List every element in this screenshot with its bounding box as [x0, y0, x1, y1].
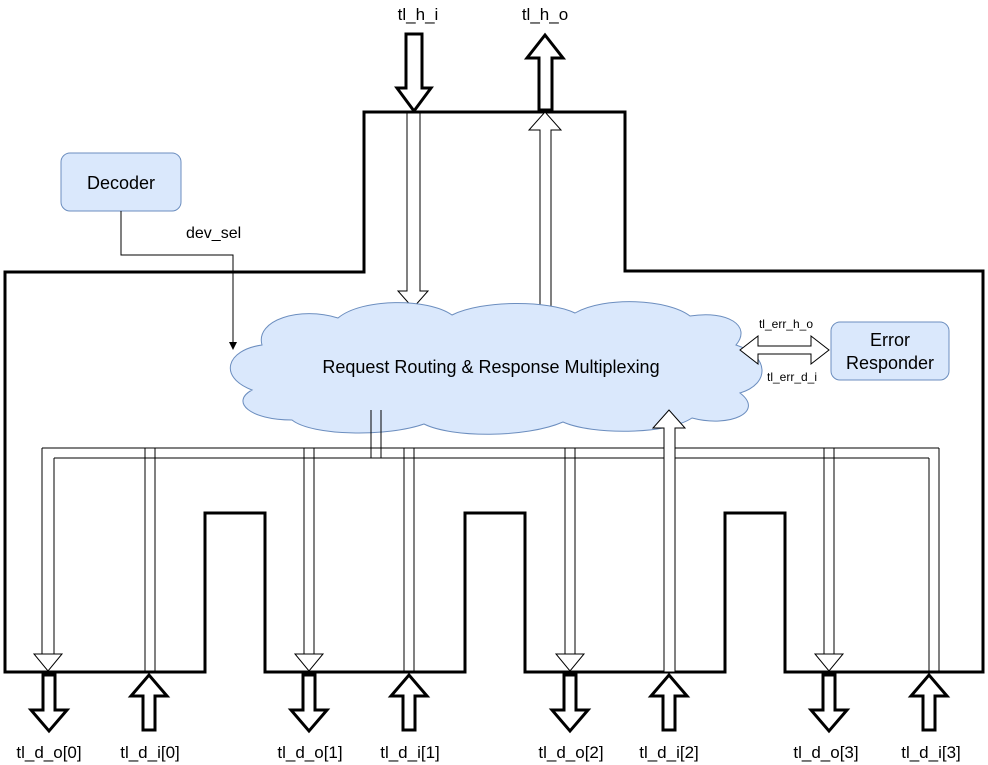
- d-o-3-port-arrow: [807, 673, 851, 734]
- host-response-internal-arrow: [527, 111, 563, 321]
- dev-sel-line: [120, 211, 234, 344]
- d-o-0-label: tl_d_o[0]: [16, 743, 81, 762]
- d-i-2-internal-arrow: [651, 409, 687, 673]
- bottom-port-arrows: [27, 672, 951, 734]
- d-o-2-port-arrow: [548, 673, 592, 734]
- router-label: Request Routing & Response Multiplexing: [322, 357, 659, 377]
- d-o-1-label: tl_d_o[1]: [277, 743, 342, 762]
- d-i-2-port-arrow: [647, 672, 691, 732]
- host-in-port-arrow: [394, 32, 434, 114]
- error-responder-label-line1: Error: [870, 330, 910, 350]
- d-i-1-label: tl_d_i[1]: [380, 743, 440, 762]
- host-in-label: tl_h_i: [398, 5, 439, 24]
- module-outline: [3, 110, 985, 674]
- error-responder-box: [830, 321, 950, 381]
- d-o-2-label: tl_d_o[2]: [538, 743, 603, 762]
- dev-sel-arrowhead: [229, 342, 237, 350]
- d-o-1-port-arrow: [287, 673, 331, 734]
- d-i-1-port-arrow: [387, 672, 431, 732]
- err-d-i-label: tl_err_d_i: [767, 370, 817, 384]
- d-i-2-label: tl_d_i[2]: [639, 743, 699, 762]
- host-out-port-arrow: [523, 32, 567, 112]
- bus-drops: [41, 448, 940, 672]
- d-i-3-port-arrow: [907, 672, 951, 732]
- d-o-3-label: tl_d_o[3]: [793, 743, 858, 762]
- dev-sel-label: dev_sel: [186, 225, 241, 242]
- error-responder-label-line2: Responder: [846, 353, 934, 373]
- error-link-arrow: [739, 334, 830, 366]
- router-cloud: [229, 301, 763, 435]
- d-i-0-label: tl_d_i[0]: [120, 743, 180, 762]
- decoder-label: Decoder: [87, 173, 155, 193]
- d-o-0-port-arrow: [27, 673, 71, 734]
- host-request-internal-arrow: [396, 112, 430, 309]
- drop-arrowheads: [32, 653, 845, 672]
- d-i-0-port-arrow: [127, 672, 171, 732]
- host-out-label: tl_h_o: [522, 5, 568, 24]
- err-h-o-label: tl_err_h_o: [759, 317, 813, 331]
- d-i-3-label: tl_d_i[3]: [901, 743, 961, 762]
